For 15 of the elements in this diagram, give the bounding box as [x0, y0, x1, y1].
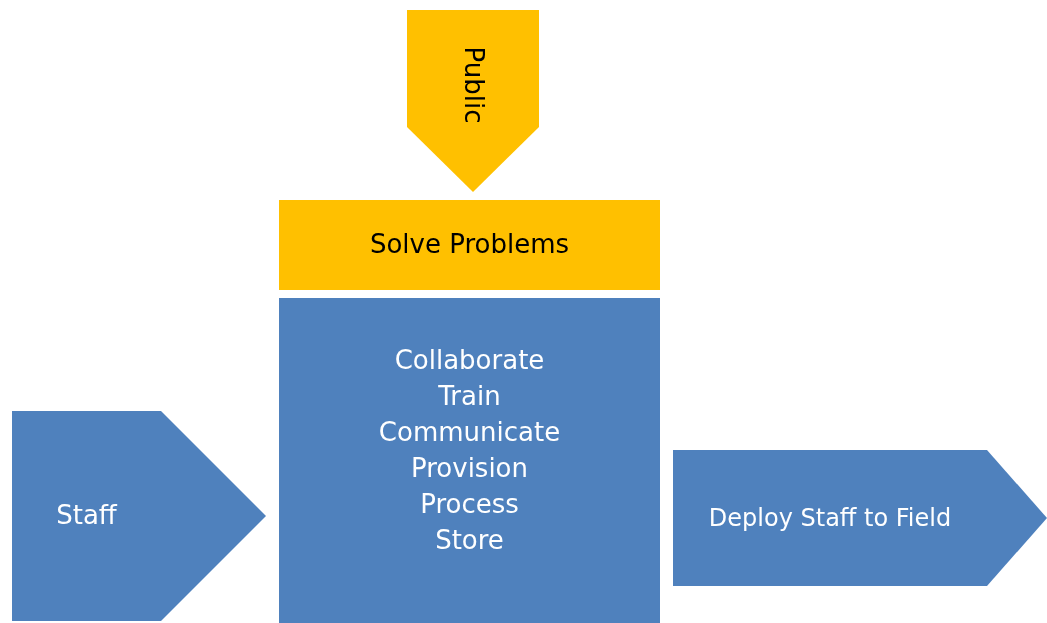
list-item-text: Provision — [411, 452, 528, 484]
list-item-text: Collaborate — [394, 344, 545, 376]
node-label: Staff — [56, 500, 117, 532]
list-item-text: Process — [420, 488, 519, 520]
node-label: Solve Problems — [369, 229, 570, 261]
arrow-shape — [12, 411, 266, 621]
list-item-text: Store — [435, 524, 504, 556]
arrow-shape — [673, 450, 1047, 586]
process-box — [279, 200, 660, 290]
node-label: Deploy Staff to Field — [708, 503, 952, 533]
list-item-text: Communicate — [378, 416, 561, 448]
list-item-text: Train — [438, 380, 501, 412]
node-label: Public — [457, 46, 489, 124]
process-box — [279, 298, 660, 623]
arrow-shape — [407, 10, 539, 192]
